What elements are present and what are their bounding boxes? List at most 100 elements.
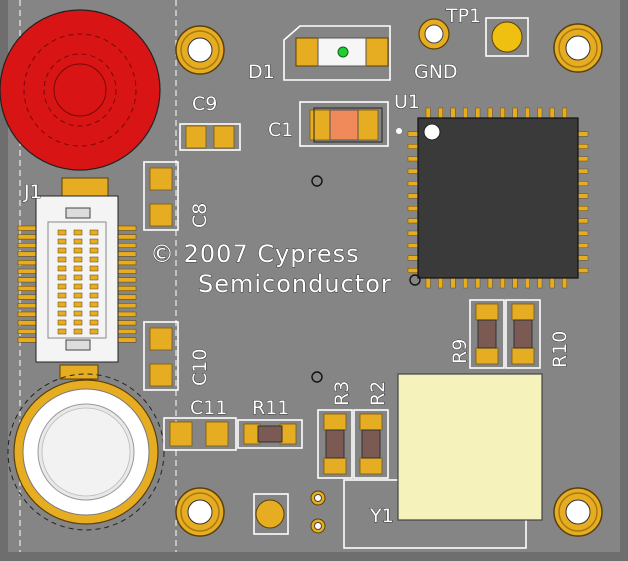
copyright-line-2: Semiconductor xyxy=(198,270,392,298)
j1-contact xyxy=(73,319,83,326)
j1-contact xyxy=(89,265,99,272)
j1-pin-left xyxy=(17,234,39,240)
label-gnd: GND xyxy=(414,61,458,83)
j1-pin-right xyxy=(115,294,137,300)
j1-pin-left xyxy=(17,260,39,266)
j1-pin-left xyxy=(17,285,39,291)
j1-pin-left xyxy=(17,242,39,248)
j1-pin-right xyxy=(115,320,137,326)
board-bottom-edge xyxy=(0,552,628,561)
resistor-r9 xyxy=(469,299,505,369)
j1-contact xyxy=(57,247,67,254)
label-y1: Y1 xyxy=(369,505,394,527)
coin-cell-icon xyxy=(7,364,165,531)
j1-pin-right xyxy=(115,277,137,283)
j1-contact xyxy=(57,283,67,290)
led-d1 xyxy=(283,25,391,81)
j1-contact xyxy=(73,292,83,299)
label-c10: C10 xyxy=(189,349,211,386)
capacitor-c9 xyxy=(179,123,241,151)
j1-contact xyxy=(89,247,99,254)
j1-pin-right xyxy=(115,260,137,266)
capacitor-c11 xyxy=(163,417,237,451)
j1-pin-right xyxy=(115,268,137,274)
j1-contact xyxy=(57,310,67,317)
j1-pin-right xyxy=(115,328,137,334)
label-r3: R3 xyxy=(331,381,353,406)
j1-contact xyxy=(89,274,99,281)
j1-contact xyxy=(89,256,99,263)
j1-pin-right xyxy=(115,242,137,248)
label-c1: C1 xyxy=(268,119,293,141)
j1-contact xyxy=(73,238,83,245)
j1-contact xyxy=(73,256,83,263)
j1-contact xyxy=(73,274,83,281)
testpoint-tp1 xyxy=(485,17,529,57)
j1-pin-left xyxy=(17,294,39,300)
j1-pin-left xyxy=(17,328,39,334)
j1-pin-left xyxy=(17,337,39,343)
j1-contact xyxy=(73,328,83,335)
label-d1: D1 xyxy=(248,61,275,83)
j1-pin-right xyxy=(115,303,137,309)
j1-pin-right xyxy=(115,311,137,317)
via-1 xyxy=(311,175,323,187)
crystal-y1 xyxy=(343,373,543,549)
board-left-edge xyxy=(0,0,8,561)
label-j1: J1 xyxy=(23,181,42,203)
resistor-r2 xyxy=(353,409,389,479)
j1-contacts xyxy=(57,229,99,335)
j1-contact xyxy=(57,328,67,335)
j1-contact xyxy=(73,265,83,272)
j1-contact xyxy=(73,247,83,254)
via-2 xyxy=(409,274,421,286)
mounting-hole-bottom-left xyxy=(175,487,225,537)
mounting-hole-bottom-right xyxy=(553,487,603,537)
j1-pin-right xyxy=(115,285,137,291)
mounting-hole-top-left xyxy=(175,25,225,75)
j1-pin-left xyxy=(17,225,39,231)
j1-pin-right xyxy=(115,225,137,231)
j1-pin-left xyxy=(17,303,39,309)
j1-pin-left xyxy=(17,268,39,274)
copyright-line-1: © 2007 Cypress xyxy=(150,240,360,268)
capacitor-c1 xyxy=(299,101,389,147)
j1-pin-left xyxy=(17,311,39,317)
mounting-hole-top-right xyxy=(553,23,603,73)
pin1-marker-dot xyxy=(396,128,402,134)
j1-contact xyxy=(57,301,67,308)
label-r10: R10 xyxy=(549,331,571,368)
qfn-chip-icon xyxy=(407,107,589,289)
testpoint-bottom xyxy=(253,493,289,535)
label-c11: C11 xyxy=(190,397,227,419)
j1-contact xyxy=(57,265,67,272)
j1-contact xyxy=(57,256,67,263)
j1-contact xyxy=(73,229,83,236)
j1-pin-left xyxy=(17,320,39,326)
j1-contact xyxy=(89,328,99,335)
u1-pins xyxy=(407,107,589,289)
j1-pin-right xyxy=(115,251,137,257)
via-pair xyxy=(310,490,326,534)
label-r11: R11 xyxy=(252,397,289,419)
resistor-r10 xyxy=(505,299,541,369)
j1-contact xyxy=(89,319,99,326)
via-3 xyxy=(311,371,323,383)
j1-contact xyxy=(89,283,99,290)
label-r2: R2 xyxy=(367,381,389,406)
j1-contact xyxy=(57,319,67,326)
j1-contact xyxy=(57,274,67,281)
label-c8: C8 xyxy=(189,203,211,228)
j1-contact xyxy=(73,310,83,317)
label-c9: C9 xyxy=(192,93,217,115)
capacitor-c8 xyxy=(143,161,179,231)
label-tp1: TP1 xyxy=(445,5,481,27)
push-button-icon xyxy=(0,9,161,199)
j1-contact xyxy=(89,238,99,245)
j1-contact xyxy=(73,301,83,308)
connector-j1 xyxy=(17,195,137,363)
j1-contact xyxy=(89,229,99,236)
label-r9: R9 xyxy=(449,339,471,364)
j1-contact xyxy=(57,238,67,245)
